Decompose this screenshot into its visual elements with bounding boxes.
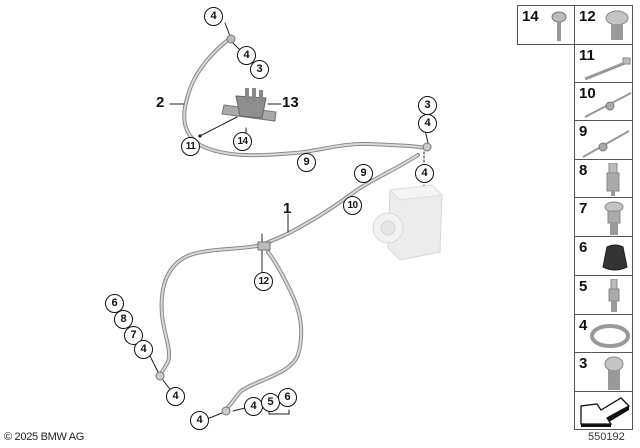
dust-cap-icon <box>602 244 628 271</box>
part-number: 4 <box>579 317 588 334</box>
bleeder-valve-icon <box>606 163 620 196</box>
callout-8[interactable]: 8 <box>114 310 133 329</box>
cable-tie-clip-icon <box>584 92 632 118</box>
grid-cell-5[interactable]: 5 <box>574 275 633 315</box>
ref-label-2: 2 <box>156 94 165 111</box>
grid-cell-7[interactable]: 7 <box>574 197 633 237</box>
callout-4[interactable]: 4 <box>166 387 185 406</box>
abs-unit-drawing <box>372 184 444 261</box>
grid-cell-12[interactable]: 12 <box>574 5 633 45</box>
sealing-ring-icon <box>590 324 630 348</box>
bleeder-screw-icon <box>608 279 620 312</box>
screw-icon <box>551 11 567 41</box>
grid-cell-9[interactable]: 9 <box>574 120 633 160</box>
callout-10[interactable]: 10 <box>343 196 362 215</box>
grid-cell-14[interactable]: 14 <box>517 5 575 45</box>
callout-6[interactable]: 6 <box>278 388 297 407</box>
callout-4[interactable]: 4 <box>415 164 434 183</box>
grid-cell-10[interactable]: 10 <box>574 82 633 121</box>
copyright-text: © 2025 BMW AG <box>4 431 85 443</box>
part-number: 3 <box>579 355 588 372</box>
diagram-id: 550192 <box>588 431 625 443</box>
part-number: 12 <box>579 8 596 25</box>
grid-cell-11[interactable]: 11 <box>574 44 633 83</box>
grid-cell-4[interactable]: 4 <box>574 314 633 353</box>
callout-6[interactable]: 6 <box>105 294 124 313</box>
part-number: 8 <box>579 162 588 179</box>
part-number: 10 <box>579 85 596 102</box>
part-number: 6 <box>579 239 588 256</box>
callout-3[interactable]: 3 <box>250 60 269 79</box>
direction-arrow-icon <box>580 397 631 427</box>
callout-14[interactable]: 14 <box>233 132 252 151</box>
grid-cell-3[interactable]: 3 <box>574 352 633 392</box>
callout-12[interactable]: 12 <box>254 272 273 291</box>
callout-4[interactable]: 4 <box>204 7 223 26</box>
cable-tie-clip-icon <box>582 130 630 158</box>
callout-4[interactable]: 4 <box>237 46 256 65</box>
cable-tie-icon <box>584 57 631 81</box>
part-number: 11 <box>579 47 595 64</box>
callout-4[interactable]: 4 <box>190 411 209 430</box>
bolt-icon <box>605 10 629 40</box>
callout-11[interactable]: 11 <box>181 137 200 156</box>
callout-4[interactable]: 4 <box>244 397 263 416</box>
part-number: 9 <box>579 123 588 140</box>
callout-3[interactable]: 3 <box>418 96 437 115</box>
callout-9[interactable]: 9 <box>354 164 373 183</box>
part-number: 14 <box>522 8 539 25</box>
banjo-bolt-icon <box>604 201 624 235</box>
part-number: 7 <box>579 200 588 217</box>
callout-4[interactable]: 4 <box>134 340 153 359</box>
grid-cell-8[interactable]: 8 <box>574 159 633 198</box>
part-number: 5 <box>579 278 588 295</box>
banjo-bolt-icon <box>604 356 624 390</box>
callout-4[interactable]: 4 <box>418 114 437 133</box>
ref-label-13: 13 <box>282 94 299 111</box>
grid-cell-arrow[interactable] <box>574 391 633 430</box>
grid-cell-6[interactable]: 6 <box>574 236 633 276</box>
ref-label-1: 1 <box>283 200 292 217</box>
callout-9[interactable]: 9 <box>297 153 316 172</box>
bracket-13-drawing <box>221 88 277 122</box>
